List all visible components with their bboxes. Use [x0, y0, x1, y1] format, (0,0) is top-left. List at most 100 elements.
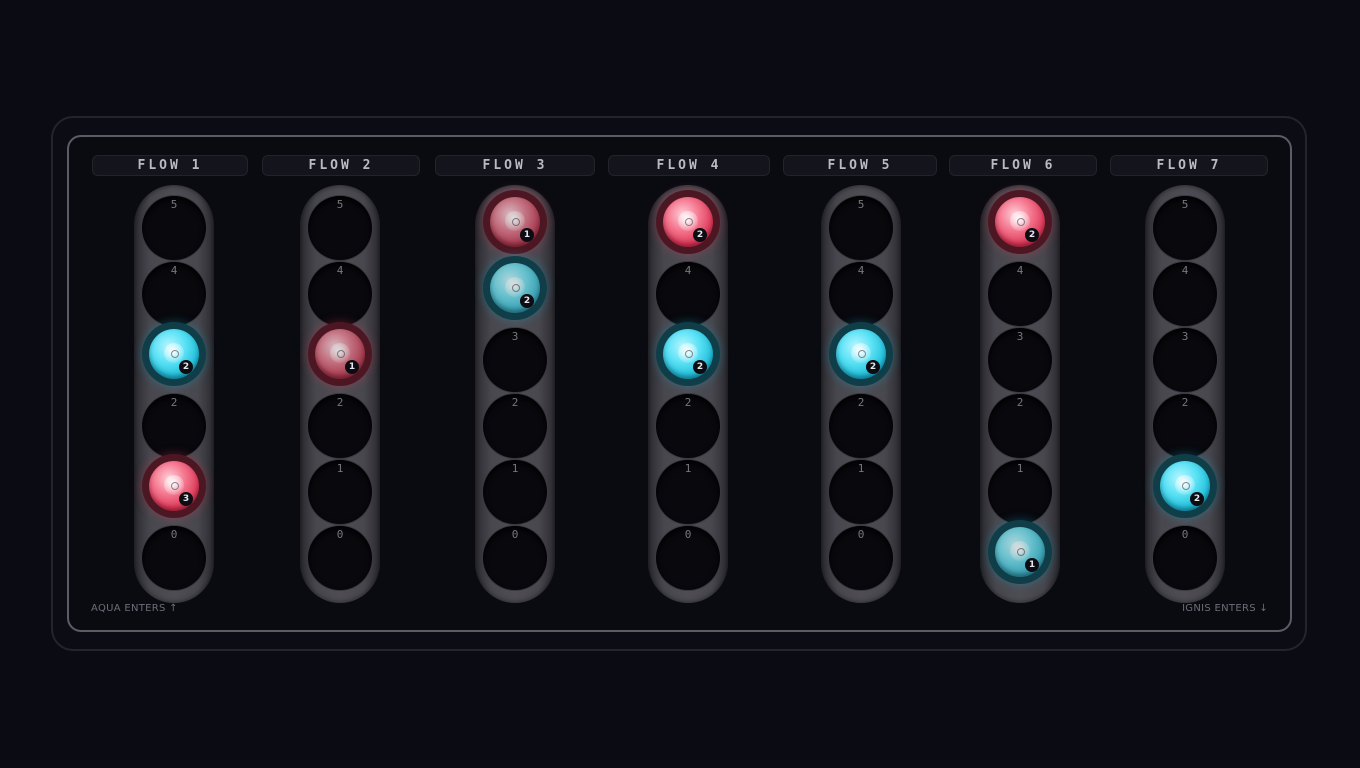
- ignis-chip[interactable]: 1: [308, 322, 372, 386]
- empty-slot[interactable]: 0: [656, 526, 720, 590]
- flow-label-3: FLOW 3: [435, 155, 595, 176]
- slot-number: 5: [1181, 198, 1189, 211]
- slot-number: 4: [336, 264, 344, 277]
- empty-slot[interactable]: 4: [308, 262, 372, 326]
- ignis-chip[interactable]: 3: [142, 454, 206, 518]
- chip-disc: [995, 527, 1045, 577]
- slot-number: 4: [1181, 264, 1189, 277]
- chip-glow-icon: [851, 343, 871, 363]
- slot-number: 5: [857, 198, 865, 211]
- empty-slot[interactable]: 2: [142, 394, 206, 458]
- aqua-chip[interactable]: 2: [142, 322, 206, 386]
- empty-slot[interactable]: 5: [142, 196, 206, 260]
- flow-column-6[interactable]: 2 4 3 2 1 1: [980, 185, 1060, 603]
- slot-number: 1: [336, 462, 344, 475]
- empty-slot[interactable]: 3: [483, 328, 547, 392]
- slot-number: 3: [1016, 330, 1024, 343]
- ignis-chip[interactable]: 2: [988, 190, 1052, 254]
- slot-number: 1: [511, 462, 519, 475]
- slot-number: 1: [1016, 462, 1024, 475]
- flow-label-4: FLOW 4: [608, 155, 770, 176]
- chip-disc: [490, 197, 540, 247]
- chip-glow-icon: [678, 343, 698, 363]
- empty-slot[interactable]: 5: [308, 196, 372, 260]
- chip-glow-icon: [330, 343, 350, 363]
- chip-disc: [490, 263, 540, 313]
- empty-slot[interactable]: 5: [1153, 196, 1217, 260]
- chip-disc: [1160, 461, 1210, 511]
- empty-slot[interactable]: 4: [656, 262, 720, 326]
- empty-slot[interactable]: 4: [1153, 262, 1217, 326]
- empty-slot[interactable]: 1: [308, 460, 372, 524]
- slot-number: 2: [511, 396, 519, 409]
- chip-disc: [149, 329, 199, 379]
- slot-number: 4: [1016, 264, 1024, 277]
- ignis-enters-hint: IGNIS ENTERS ↓: [1182, 603, 1268, 614]
- chip-count-badge: 1: [345, 360, 359, 374]
- ignis-chip[interactable]: 1: [483, 190, 547, 254]
- chip-disc: [663, 197, 713, 247]
- aqua-chip[interactable]: 1: [988, 520, 1052, 584]
- slot-number: 0: [857, 528, 865, 541]
- chip-disc: [836, 329, 886, 379]
- aqua-chip[interactable]: 2: [1153, 454, 1217, 518]
- empty-slot[interactable]: 2: [988, 394, 1052, 458]
- aqua-chip[interactable]: 2: [829, 322, 893, 386]
- empty-slot[interactable]: 2: [308, 394, 372, 458]
- flow-column-2[interactable]: 5 4 1 2 1 0: [300, 185, 380, 603]
- slot-number: 2: [336, 396, 344, 409]
- chip-glow-icon: [1010, 541, 1030, 561]
- empty-slot[interactable]: 5: [829, 196, 893, 260]
- chip-count-badge: 2: [693, 228, 707, 242]
- empty-slot[interactable]: 1: [829, 460, 893, 524]
- slot-number: 1: [684, 462, 692, 475]
- chip-count-badge: 3: [179, 492, 193, 506]
- empty-slot[interactable]: 4: [142, 262, 206, 326]
- chip-count-badge: 2: [520, 294, 534, 308]
- slot-number: 3: [511, 330, 519, 343]
- empty-slot[interactable]: 0: [483, 526, 547, 590]
- flow-column-3[interactable]: 1 2 3 2 1 0: [475, 185, 555, 603]
- empty-slot[interactable]: 4: [988, 262, 1052, 326]
- chip-glow-icon: [164, 343, 184, 363]
- flow-label-5: FLOW 5: [783, 155, 937, 176]
- empty-slot[interactable]: 0: [142, 526, 206, 590]
- empty-slot[interactable]: 1: [988, 460, 1052, 524]
- empty-slot[interactable]: 2: [483, 394, 547, 458]
- slot-number: 3: [1181, 330, 1189, 343]
- chip-disc: [995, 197, 1045, 247]
- aqua-chip[interactable]: 2: [656, 322, 720, 386]
- empty-slot[interactable]: 4: [829, 262, 893, 326]
- slot-number: 5: [336, 198, 344, 211]
- flow-column-5[interactable]: 5 4 2 2 1 0: [821, 185, 901, 603]
- aqua-chip[interactable]: 2: [483, 256, 547, 320]
- chip-count-badge: 1: [520, 228, 534, 242]
- slot-number: 4: [857, 264, 865, 277]
- empty-slot[interactable]: 2: [656, 394, 720, 458]
- slot-number: 2: [170, 396, 178, 409]
- empty-slot[interactable]: 0: [829, 526, 893, 590]
- empty-slot[interactable]: 3: [988, 328, 1052, 392]
- flow-label-6: FLOW 6: [949, 155, 1097, 176]
- empty-slot[interactable]: 2: [1153, 394, 1217, 458]
- chip-glow-icon: [164, 475, 184, 495]
- slot-number: 2: [857, 396, 865, 409]
- empty-slot[interactable]: 0: [1153, 526, 1217, 590]
- slot-number: 2: [684, 396, 692, 409]
- chip-glow-icon: [1010, 211, 1030, 231]
- empty-slot[interactable]: 1: [656, 460, 720, 524]
- ignis-chip[interactable]: 2: [656, 190, 720, 254]
- empty-slot[interactable]: 1: [483, 460, 547, 524]
- flow-label-7: FLOW 7: [1110, 155, 1268, 176]
- empty-slot[interactable]: 3: [1153, 328, 1217, 392]
- chip-count-badge: 2: [866, 360, 880, 374]
- empty-slot[interactable]: 2: [829, 394, 893, 458]
- slot-number: 0: [1181, 528, 1189, 541]
- slot-number: 0: [684, 528, 692, 541]
- empty-slot[interactable]: 0: [308, 526, 372, 590]
- aqua-enters-hint: AQUA ENTERS ↑: [91, 603, 178, 614]
- chip-disc: [663, 329, 713, 379]
